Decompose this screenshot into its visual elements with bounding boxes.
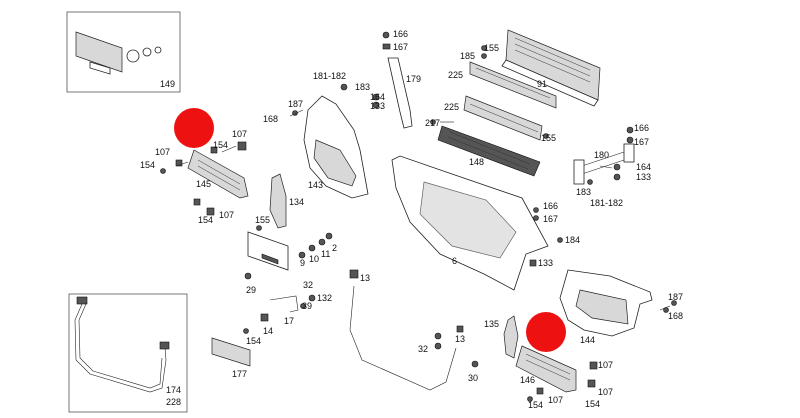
label-164-b: 164 <box>636 162 651 172</box>
label-154-b: 154 <box>140 160 155 170</box>
part-134 <box>269 173 287 229</box>
label-228: 228 <box>166 397 181 407</box>
label-166-c: 166 <box>543 201 558 211</box>
marker-red-left <box>174 108 214 148</box>
leader-lines <box>175 109 671 311</box>
label-179: 179 <box>406 74 421 84</box>
label-167-b: 167 <box>634 137 649 147</box>
label-155-b: 155 <box>541 133 556 143</box>
part-177 <box>211 337 251 367</box>
label-183-a: 183 <box>355 82 370 92</box>
labels: 166 167 185 155 225 91 181-182 183 179 1… <box>140 29 683 410</box>
label-168-b: 168 <box>668 311 683 321</box>
part-135 <box>503 315 519 359</box>
label-185: 185 <box>460 51 475 61</box>
label-154-c: 154 <box>198 215 213 225</box>
label-225-b: 225 <box>444 102 459 112</box>
label-134: 134 <box>289 197 304 207</box>
label-181-182-a: 181-182 <box>313 71 346 81</box>
label-143: 143 <box>308 180 323 190</box>
part-179 <box>382 31 413 129</box>
label-154-a: 154 <box>213 140 228 150</box>
label-107-c: 107 <box>219 210 234 220</box>
label-145: 145 <box>196 179 211 189</box>
inset-174: 174 228 <box>68 293 188 413</box>
label-13-a: 13 <box>360 273 370 283</box>
label-32-b: 32 <box>418 344 428 354</box>
label-166-b: 166 <box>634 123 649 133</box>
label-167-c: 167 <box>543 214 558 224</box>
label-32-a: 32 <box>303 280 313 290</box>
label-91: 91 <box>537 79 547 89</box>
part-143 <box>303 95 369 199</box>
label-132: 132 <box>317 293 332 303</box>
part-225-lower <box>463 95 543 141</box>
label-144: 144 <box>580 335 595 345</box>
part-146 <box>515 345 577 393</box>
label-30: 30 <box>468 373 478 383</box>
label-164-a: 164 <box>370 92 385 102</box>
part-91 <box>501 29 601 107</box>
label-187-a: 187 <box>288 99 303 109</box>
label-184: 184 <box>565 235 580 245</box>
label-154-e: 154 <box>528 400 543 410</box>
hardware <box>160 45 677 402</box>
label-39: 39 <box>302 301 312 311</box>
inset-149: 149 <box>66 11 181 93</box>
label-167-a: 167 <box>393 42 408 52</box>
part-17 <box>269 295 299 313</box>
part-13-left <box>349 269 457 391</box>
label-146: 146 <box>520 375 535 385</box>
part-148 <box>437 125 541 177</box>
part-225-upper <box>469 61 557 109</box>
label-133-c: 133 <box>538 258 553 268</box>
label-17: 17 <box>284 316 294 326</box>
label-217: 217 <box>425 118 440 128</box>
label-14: 14 <box>263 326 273 336</box>
label-6: 6 <box>452 256 457 266</box>
part-plate <box>247 231 289 271</box>
label-155-a: 155 <box>484 43 499 53</box>
label-183-b: 183 <box>576 187 591 197</box>
part-6 <box>391 155 549 291</box>
label-107-b: 107 <box>155 147 170 157</box>
marker-red-right <box>526 312 566 352</box>
part-180 <box>573 143 635 185</box>
label-181-182-b: 181-182 <box>590 198 623 208</box>
label-155-c: 155 <box>255 215 270 225</box>
label-107-d: 107 <box>598 360 613 370</box>
label-180: 180 <box>594 150 609 160</box>
label-107-e: 107 <box>598 387 613 397</box>
label-135: 135 <box>484 319 499 329</box>
part-145 <box>187 149 249 199</box>
label-177: 177 <box>232 369 247 379</box>
label-11: 11 <box>321 249 330 259</box>
label-13-b: 13 <box>455 334 465 344</box>
label-225-a: 225 <box>448 70 463 80</box>
label-133-a: 133 <box>370 101 385 111</box>
label-154-d: 154 <box>246 336 261 346</box>
label-148: 148 <box>469 157 484 167</box>
label-168-a: 168 <box>263 114 278 124</box>
label-107-f: 107 <box>548 395 563 405</box>
label-10: 10 <box>309 254 319 264</box>
label-107-a: 107 <box>232 129 247 139</box>
label-166-a: 166 <box>393 29 408 39</box>
label-29: 29 <box>246 285 256 295</box>
label-174: 174 <box>166 385 181 395</box>
label-2: 2 <box>332 243 337 253</box>
label-133-b: 133 <box>636 172 651 182</box>
label-154-f: 154 <box>585 399 600 409</box>
part-144 <box>559 269 653 337</box>
label-9: 9 <box>300 258 305 268</box>
label-187-b: 187 <box>668 292 683 302</box>
label-149: 149 <box>160 79 175 89</box>
